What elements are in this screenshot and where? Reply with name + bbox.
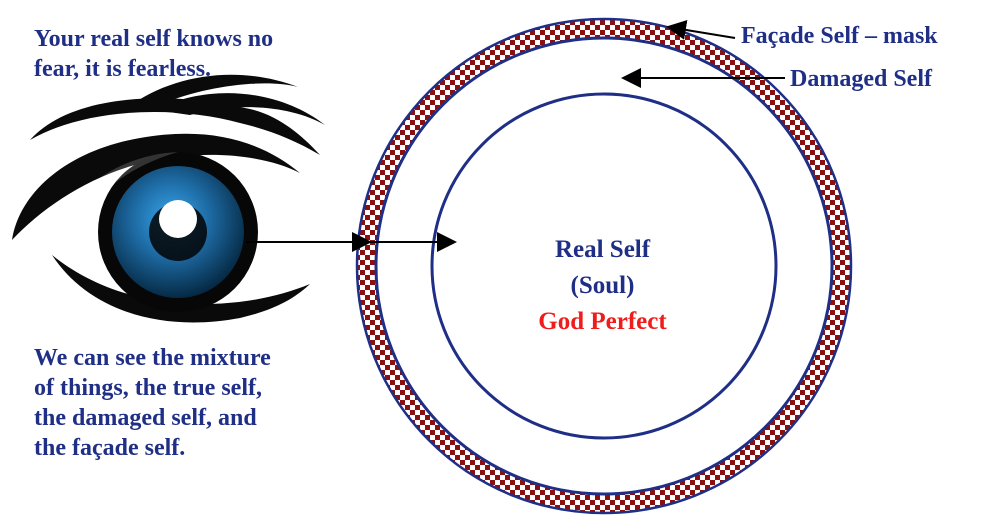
facade-self-label: Façade Self – mask [741, 22, 938, 50]
god-perfect-label: God Perfect [470, 307, 735, 337]
eye-icon [12, 75, 325, 323]
soul-label: (Soul) [470, 271, 735, 301]
damaged-self-label: Damaged Self [790, 65, 932, 93]
real-self-title: Real Self [470, 235, 735, 265]
real-self-ring [432, 94, 776, 438]
concentric-rings [357, 19, 851, 513]
